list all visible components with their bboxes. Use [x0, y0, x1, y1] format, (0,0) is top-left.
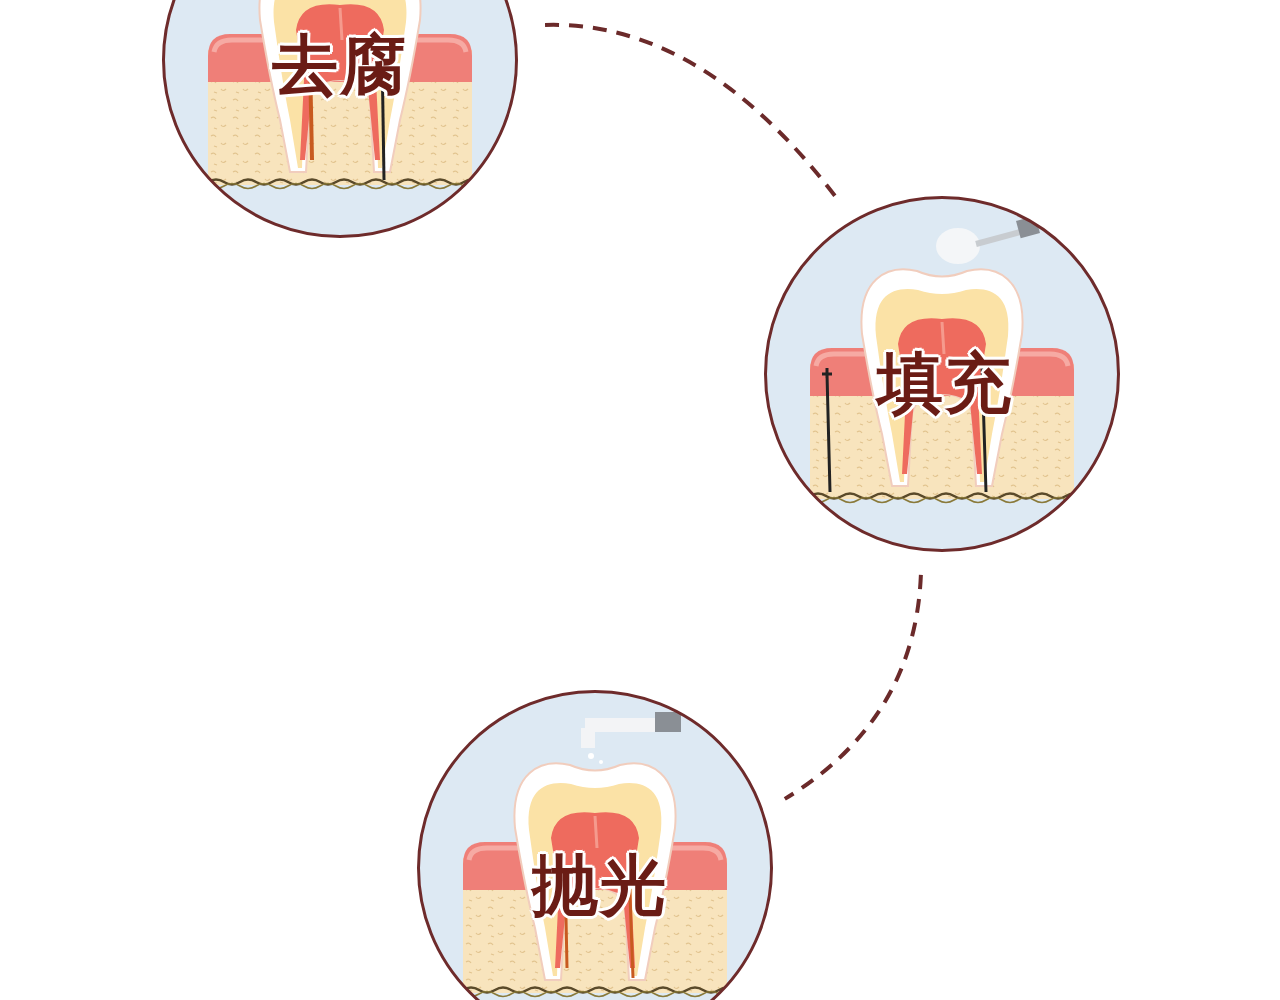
step-label: 填充: [877, 339, 1013, 429]
dashed-connector: [785, 575, 921, 799]
polishing-illustration: [415, 688, 775, 1000]
dashed-connector: [545, 25, 835, 196]
step-label: 抛光: [532, 841, 668, 931]
decay-removal-illustration: [160, 0, 520, 252]
step-circle: 填充: [764, 196, 1120, 552]
step-label: 去腐: [272, 21, 408, 111]
filling-illustration: [762, 194, 1122, 566]
step-circle: 抛光: [417, 690, 773, 1000]
step-circle: 去腐: [162, 0, 518, 238]
